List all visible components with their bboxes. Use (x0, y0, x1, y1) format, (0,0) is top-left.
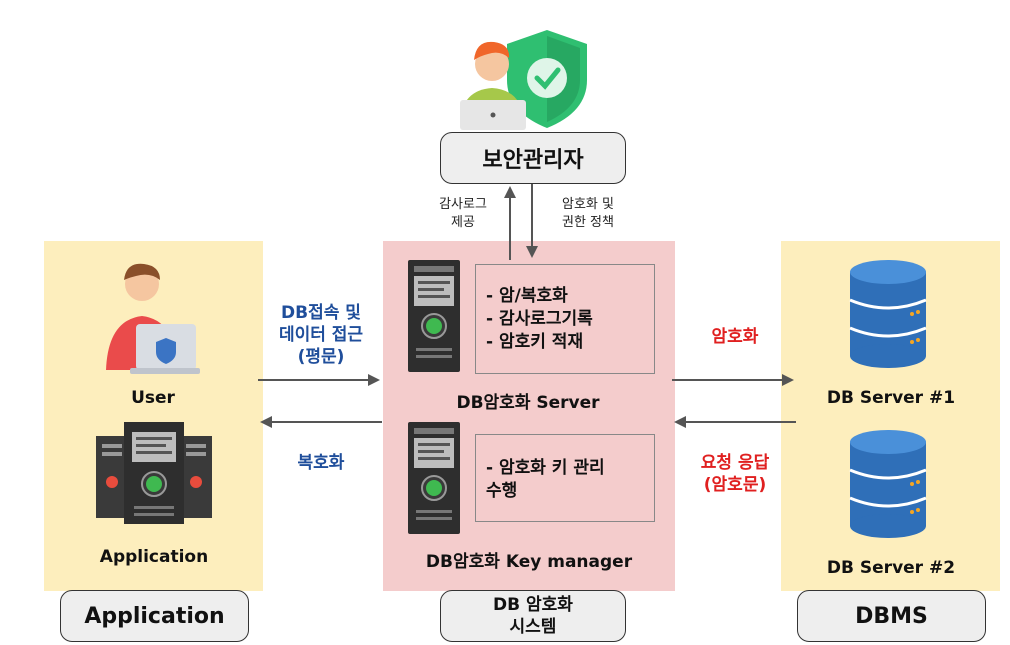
application-panel (44, 241, 263, 591)
db-access-label: DB접속 및 데이터 접근 (평문) (278, 303, 364, 367)
application-label: Application (99, 547, 209, 567)
audit-provide-label: 감사로그 제공 (439, 197, 487, 230)
system-dbms-arrows (672, 374, 796, 428)
encrypt-label: 암호화 (711, 327, 759, 347)
db-server-1-icon (849, 260, 927, 368)
security-admin-title: 보안관리자 (482, 148, 584, 173)
key-manager-server-icon (408, 422, 460, 534)
admin-arrows (504, 184, 538, 260)
user-icon (106, 263, 200, 374)
user-label: User (131, 388, 175, 408)
encryption-server-icon (408, 260, 460, 372)
encryption-system-footer-line2: 시스템 (509, 617, 557, 637)
application-servers-icon (96, 422, 212, 524)
policy-label: 암호화 및 권한 정책 (562, 197, 614, 230)
db-server-1-label: DB Server #1 (826, 388, 956, 408)
response-label: 요청 응답 (암호문) (700, 453, 770, 495)
server-functions-box: - 암/복호화 - 감사로그기록 - 암호키 적재 (475, 264, 655, 374)
db-server-2-icon (849, 430, 927, 538)
application-footer-title: Application (84, 603, 225, 629)
encryption-server-label: DB암호화 Server (456, 393, 600, 413)
encryption-system-footer-line1: DB 암호화 (493, 595, 573, 615)
key-manager-label: DB암호화 Key manager (425, 552, 633, 572)
security-admin-icon (460, 30, 587, 130)
db-server-2-label: DB Server #2 (826, 558, 956, 578)
dbms-footer-title: DBMS (855, 603, 928, 629)
application-footer-box: Application (60, 590, 249, 642)
key-manager-functions-box: - 암호화 키 관리 수행 (475, 434, 655, 522)
dbms-footer-box: DBMS (797, 590, 986, 642)
encryption-system-footer-box: DB 암호화 시스템 (440, 590, 626, 642)
security-admin-box: 보안관리자 (440, 132, 626, 184)
decrypt-label: 복호화 (297, 453, 345, 473)
app-system-arrows (258, 374, 382, 428)
